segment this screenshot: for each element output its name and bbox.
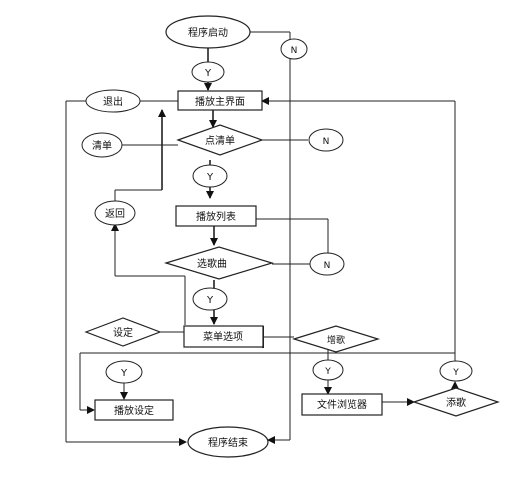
svg-text:Y: Y xyxy=(204,68,212,79)
node-play-list: 播放列表 xyxy=(175,205,257,227)
svg-text:菜单选项: 菜单选项 xyxy=(203,330,243,343)
node-yes-2: Y xyxy=(192,164,228,188)
svg-text:Y: Y xyxy=(452,368,459,378)
svg-text:播放设定: 播放设定 xyxy=(114,404,154,417)
svg-text:Y: Y xyxy=(206,295,214,306)
node-no-2: N xyxy=(308,128,344,152)
node-select-song: 选歌曲 xyxy=(163,246,275,280)
svg-text:Y: Y xyxy=(324,367,331,377)
svg-text:Y: Y xyxy=(206,172,214,183)
node-play-settings: 播放设定 xyxy=(94,399,174,421)
node-no-3: N xyxy=(309,252,345,276)
node-yes-5: Y xyxy=(312,359,344,381)
node-program-start: 程序启动 xyxy=(165,15,251,49)
svg-text:播放主界面: 播放主界面 xyxy=(195,95,245,108)
node-add-song-diamond: 增歌 xyxy=(291,325,381,353)
svg-text:文件浏览器: 文件浏览器 xyxy=(317,398,367,411)
node-add-song-action: 添歌 xyxy=(412,387,500,417)
svg-text:退出: 退出 xyxy=(103,95,123,108)
svg-text:选歌曲: 选歌曲 xyxy=(197,257,227,270)
node-tap-playlist: 点清单 xyxy=(176,124,264,156)
svg-text:设定: 设定 xyxy=(113,326,133,339)
svg-text:N: N xyxy=(323,137,330,147)
svg-text:点清单: 点清单 xyxy=(205,134,235,147)
svg-text:N: N xyxy=(324,261,331,271)
svg-text:程序结束: 程序结束 xyxy=(208,436,248,449)
svg-text:添歌: 添歌 xyxy=(446,396,466,409)
node-exit: 退出 xyxy=(85,89,141,113)
svg-text:返回: 返回 xyxy=(105,208,125,220)
node-back: 返回 xyxy=(94,200,136,226)
node-yes-1: Y xyxy=(191,61,225,83)
svg-text:清单: 清单 xyxy=(92,139,112,152)
node-yes-3: Y xyxy=(192,287,228,311)
node-settings-diamond: 设定 xyxy=(84,317,162,347)
node-program-end: 程序结束 xyxy=(187,426,269,458)
svg-text:N: N xyxy=(291,46,298,56)
svg-text:播放列表: 播放列表 xyxy=(196,210,236,223)
node-program-start-label: 程序启动 xyxy=(188,26,228,39)
node-file-browser: 文件浏览器 xyxy=(301,393,383,416)
node-yes-6: Y xyxy=(439,360,473,382)
node-menu-options: 菜单选项 xyxy=(183,325,264,348)
node-yes-4: Y xyxy=(105,360,143,384)
svg-text:Y: Y xyxy=(120,368,128,379)
node-no-1: N xyxy=(280,38,308,60)
node-playlist-oval: 清单 xyxy=(81,132,123,158)
svg-text:增歌: 增歌 xyxy=(327,334,345,346)
node-play-main: 播放主界面 xyxy=(177,90,263,111)
